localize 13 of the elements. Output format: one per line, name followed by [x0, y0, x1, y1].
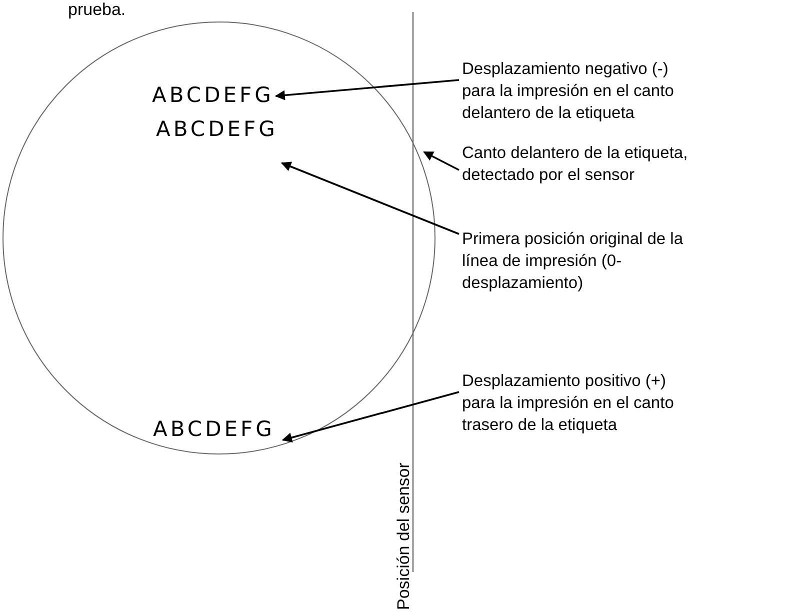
- sample-print-text: ABCDEFG: [152, 83, 274, 107]
- leader-arrow: [423, 151, 460, 171]
- callout-text: Canto delantero de la etiqueta, detectado por el sensor: [462, 142, 702, 186]
- sample-print-text: ABCDEFG: [153, 417, 275, 441]
- caption-text: prueba.: [68, 0, 126, 20]
- axis-label: Posición del sensor: [394, 462, 414, 610]
- sample-print-text: ABCDEFG: [156, 117, 278, 141]
- callout-text: Desplazamiento negativo (-) para la impresión en el canto delantero de la etiqueta: [462, 58, 702, 124]
- callout-text: Primera posición original de la línea de impresión (0-desplazamiento): [462, 228, 702, 294]
- callout-text: Desplazamiento positivo (+) para la impresión en el canto trasero de la etiqueta: [462, 370, 702, 436]
- leader-arrow: [274, 79, 460, 100]
- leader-arrow: [282, 391, 460, 442]
- leader-arrow: [280, 162, 460, 235]
